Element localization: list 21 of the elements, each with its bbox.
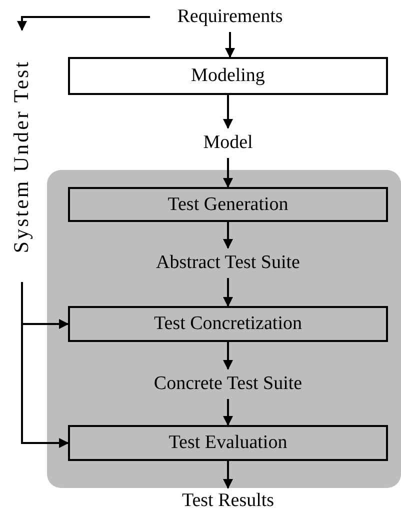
- arrow: [223, 278, 233, 307]
- arrow: [223, 399, 233, 426]
- process-box: Test Evaluation: [68, 425, 388, 461]
- flow-label: Requirements: [150, 2, 310, 32]
- vertical-label: System Under Test: [8, 30, 36, 282]
- arrow: [223, 95, 233, 129]
- arrow: [223, 342, 233, 370]
- arrow: [21, 282, 69, 448]
- flow-label: Test Results: [158, 488, 298, 514]
- arrow: [225, 32, 235, 58]
- flow-label: Model: [178, 128, 278, 158]
- process-box: Test Concretization: [68, 306, 388, 342]
- flow-label: Concrete Test Suite: [68, 369, 388, 399]
- group-background: [47, 170, 401, 488]
- arrow: [223, 222, 233, 249]
- arrow: [17, 16, 150, 31]
- flow-label: Abstract Test Suite: [68, 248, 388, 278]
- process-box: Test Generation: [68, 187, 388, 222]
- arrow: [223, 158, 233, 188]
- arrow: [223, 461, 233, 489]
- process-box: Modeling: [68, 57, 388, 95]
